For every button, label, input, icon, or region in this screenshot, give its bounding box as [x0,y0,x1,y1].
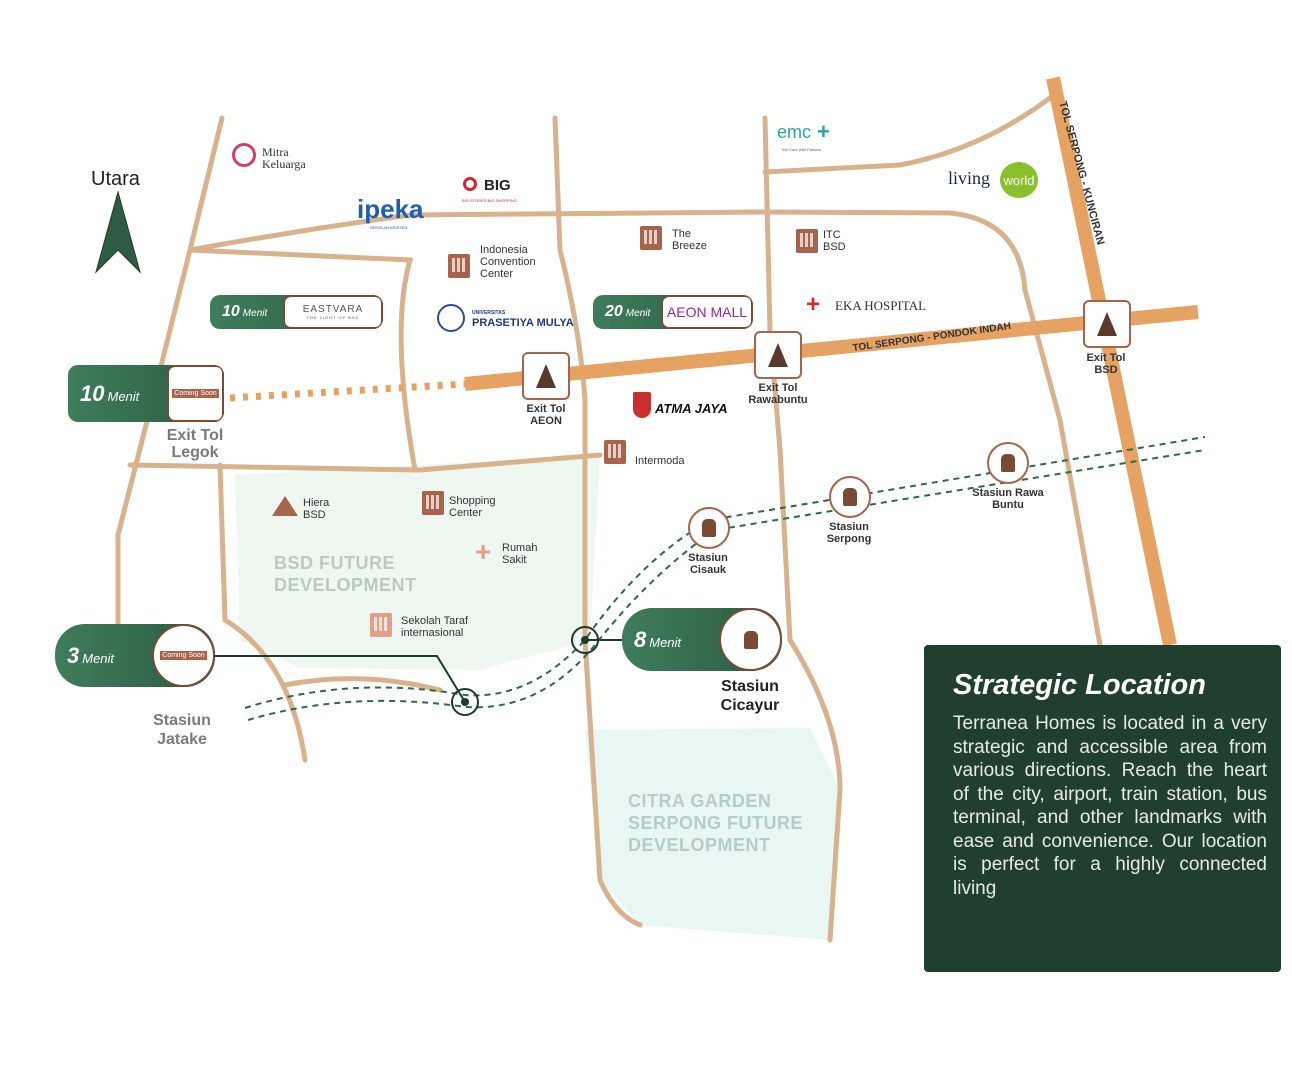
exit-bsd-label: Exit Tol BSD [1086,352,1126,376]
station-cisauk-label: Stasiun Cisauk [688,552,728,576]
hospital-cross-icon: + [475,536,492,567]
connector-line [215,655,466,703]
shopping-building-icon [422,491,444,515]
prasetiya-sub: UNIVERSITAS [472,310,506,316]
school-building-icon [370,613,392,637]
station-marker [571,626,599,654]
exit-aeon-icon[interactable] [522,352,570,400]
station-cicayur-label: Stasiun Cicayur [720,678,780,714]
aeon-logo: AEON MALL [661,295,753,329]
minutes: 10 [80,380,105,406]
rail-line [244,436,1206,709]
station-rawabuntu-label: Stasiun Rawa Buntu [972,487,1044,511]
intermoda-label: Intermoda [635,455,685,467]
train-icon [743,630,758,649]
breeze-label: The Breeze [672,228,707,252]
mitra-keluarga-icon [232,143,256,167]
panel-body: Terranea Homes is located in a very stra… [953,713,1267,899]
big-pin-icon [463,177,477,191]
road [762,95,1053,175]
eka-cross-icon: + [806,291,821,318]
road [187,209,1103,648]
minutes: 10 [222,303,240,320]
citra-area [585,728,840,940]
prasetiya-seal-icon [437,304,465,332]
exit-rawabuntu-label: Exit Tol Rawabuntu [748,382,808,406]
toll-road [1046,76,1177,647]
building-icon [604,440,626,464]
emc-logo: emc [777,122,812,142]
panel-title: Strategic Location [953,669,1206,701]
house-icon [272,496,298,516]
planned-toll [229,380,466,402]
exit-bsd-icon[interactable] [1083,300,1131,348]
compass-label: Utara [91,168,140,190]
rumah-sakit-label: Rumah Sakit [502,542,538,566]
road [552,115,643,928]
big-sub: BIG STORES-BIG SHOPPING [462,198,517,203]
sekolah-label: Sekolah Taraf internasional [401,615,469,639]
unit: Menit [242,308,268,319]
building-icon [448,254,470,278]
emc-cross-icon: + [817,119,830,144]
eastvara-tagline: THE LIGHT OF BSD [306,315,360,320]
station-marker [451,688,479,716]
rail-line [247,449,1206,721]
station-serpong-icon[interactable] [829,476,871,518]
big-logo: BIG [484,177,511,194]
bsd-area [235,455,600,670]
coming-soon-tag: Coming Soon [172,389,219,398]
building-icon [640,226,662,250]
station-cisauk-icon[interactable] [688,507,730,549]
exit-rawabuntu-icon[interactable] [754,331,802,379]
road [282,676,443,693]
living-world-circle: world [1000,162,1038,198]
bsd-area-label: BSD FUTURE DEVELOPMENT [274,553,417,595]
minutes: 8 [634,626,647,652]
station-rawabuntu-icon[interactable] [987,442,1029,484]
exit-aeon-label: Exit Tol AEON [526,403,566,427]
atma-jaya-label: ATMA JAYA [655,401,728,416]
ipeka-logo: ipeka [357,194,424,224]
exit-legok-label: Exit Tol Legok [166,427,224,461]
ipeka-sub: SEKOLAH KRISTEN [370,225,408,230]
road [127,452,603,473]
eastvara-logo: EASTVARA [302,304,364,315]
station-serpong-label: Stasiun Serpong [826,521,872,545]
road [762,115,843,943]
unit: Menit [82,650,115,666]
unit: Menit [649,634,682,650]
atma-jaya-shield-icon [633,392,651,418]
minutes: 20 [605,303,623,320]
unit: Menit [107,388,140,404]
eka-label: EKA HOSPITAL [835,298,927,313]
unit: Menit [625,308,651,319]
station-jatake-label: Stasiun Jatake [153,712,211,748]
itc-label: ITC BSD [823,229,846,253]
toll-road [464,305,1199,391]
minutes: 3 [67,642,80,668]
icc-label: Indonesia Convention Center [480,244,536,280]
road [187,247,418,473]
north-arrow-icon [95,190,141,274]
mitra-keluarga-label: Mitra Keluarga [262,145,306,171]
prasetiya-label: PRASETIYA MULYA [472,317,574,329]
living-world-logo: living [948,168,991,188]
strategic-location-panel: Strategic Location Terranea Homes is loc… [924,645,1281,972]
citra-area-label: CITRA GARDEN SERPONG FUTURE DEVELOPMENT [628,791,804,855]
coming-soon-tag: Coming Soon [160,651,207,660]
hiera-label: Hiera BSD [303,497,330,521]
road [217,462,308,763]
shopping-building-icon [796,229,818,253]
emc-sub: We Care with Passion [782,147,822,152]
shopping-center-label: Shopping Center [449,495,496,519]
